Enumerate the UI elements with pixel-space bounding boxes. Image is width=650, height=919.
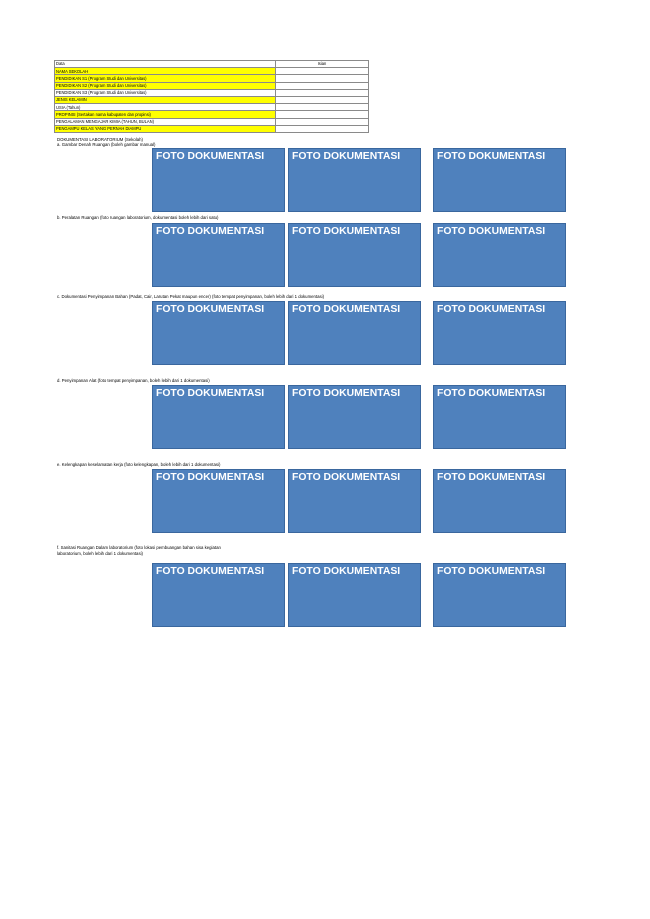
- field-value[interactable]: [275, 103, 369, 112]
- section-caption: c. Dokumentasi Penyimpanan Bahan (Padat,…: [57, 294, 325, 299]
- photo-placeholder[interactable]: FOTO DOKUMENTASI: [152, 563, 285, 627]
- field-label: PENDIDIKAN S2 (Program Studi dan Univers…: [54, 81, 276, 90]
- field-label: PROPINSI (Sertakan nama kabupaten dan pr…: [54, 110, 276, 119]
- table-row: PENDIDIKAN S1 (Program Studi dan Univers…: [54, 74, 369, 83]
- photo-placeholder[interactable]: FOTO DOKUMENTASI: [433, 148, 566, 212]
- section-caption: f. Sanitasi Ruangan Dalam laboratorium (…: [57, 545, 221, 550]
- field-value[interactable]: [275, 74, 369, 83]
- field-label: PENGALAMAN MENGAJAR KIMIA (TAHUN, BULAN): [54, 117, 276, 126]
- table-row: PENDIDIKAN S2 (Program Studi dan Univers…: [54, 81, 369, 90]
- photo-placeholder[interactable]: FOTO DOKUMENTASI: [288, 223, 421, 287]
- section-caption: b. Peralatan Ruangan (foto ruangan labor…: [57, 215, 219, 220]
- field-label: USIA (Tahun): [54, 103, 276, 112]
- field-value[interactable]: [275, 81, 369, 90]
- section-caption: laboratorium, boleh lebih dari 1 dokumen…: [57, 551, 143, 556]
- table-row: USIA (Tahun): [54, 103, 369, 112]
- table-row: PROPINSI (Sertakan nama kabupaten dan pr…: [54, 110, 369, 119]
- section-caption: d. Penyimpanan Alat (foto tempat penyimp…: [57, 378, 210, 383]
- table-row: PENGAMPU KELAS YANG PERNAH DIAMPU: [54, 124, 369, 133]
- photo-placeholder[interactable]: FOTO DOKUMENTASI: [433, 385, 566, 449]
- field-value[interactable]: [275, 88, 369, 97]
- documentation-heading: DOKUMENTASI LABORATORIUM (Sekolah): [57, 137, 143, 142]
- section-caption: e. Kelengkapan keselamatan kerja (foto k…: [57, 462, 221, 467]
- photo-placeholder[interactable]: FOTO DOKUMENTASI: [288, 301, 421, 365]
- photo-placeholder[interactable]: FOTO DOKUMENTASI: [433, 469, 566, 533]
- field-value[interactable]: [275, 117, 369, 126]
- table-row: PENDIDIKAN S3 (Program Studi dan Univers…: [54, 88, 369, 97]
- photo-placeholder[interactable]: FOTO DOKUMENTASI: [288, 385, 421, 449]
- field-value[interactable]: Isian: [275, 59, 369, 69]
- field-label: PENDIDIKAN S3 (Program Studi dan Univers…: [54, 88, 276, 97]
- field-value[interactable]: [275, 95, 369, 105]
- field-label: JENIS KELAMIN: [54, 95, 276, 105]
- photo-placeholder[interactable]: FOTO DOKUMENTASI: [433, 301, 566, 365]
- photo-placeholder[interactable]: FOTO DOKUMENTASI: [288, 469, 421, 533]
- photo-placeholder[interactable]: FOTO DOKUMENTASI: [433, 563, 566, 627]
- field-label: PENGAMPU KELAS YANG PERNAH DIAMPU: [54, 124, 276, 133]
- photo-placeholder[interactable]: FOTO DOKUMENTASI: [288, 148, 421, 212]
- photo-placeholder[interactable]: FOTO DOKUMENTASI: [152, 223, 285, 287]
- photo-placeholder[interactable]: FOTO DOKUMENTASI: [152, 148, 285, 212]
- table-row: NAMA SEKOLAH: [54, 67, 369, 76]
- section-caption: a. Gambar Denah Ruangan (boleh gambar ma…: [57, 142, 156, 147]
- field-label: NAMA SEKOLAH: [54, 67, 276, 76]
- field-label: PENDIDIKAN S1 (Program Studi dan Univers…: [54, 74, 276, 83]
- photo-placeholder[interactable]: FOTO DOKUMENTASI: [433, 223, 566, 287]
- photo-placeholder[interactable]: FOTO DOKUMENTASI: [152, 385, 285, 449]
- photo-placeholder[interactable]: FOTO DOKUMENTASI: [288, 563, 421, 627]
- photo-placeholder[interactable]: FOTO DOKUMENTASI: [152, 301, 285, 365]
- photo-placeholder[interactable]: FOTO DOKUMENTASI: [152, 469, 285, 533]
- field-value[interactable]: [275, 110, 369, 119]
- field-value[interactable]: [275, 67, 369, 76]
- field-value[interactable]: [275, 124, 369, 133]
- field-label: Data: [54, 59, 276, 69]
- table-row: PENGALAMAN MENGAJAR KIMIA (TAHUN, BULAN): [54, 117, 369, 126]
- table-row: JENIS KELAMIN: [54, 95, 369, 105]
